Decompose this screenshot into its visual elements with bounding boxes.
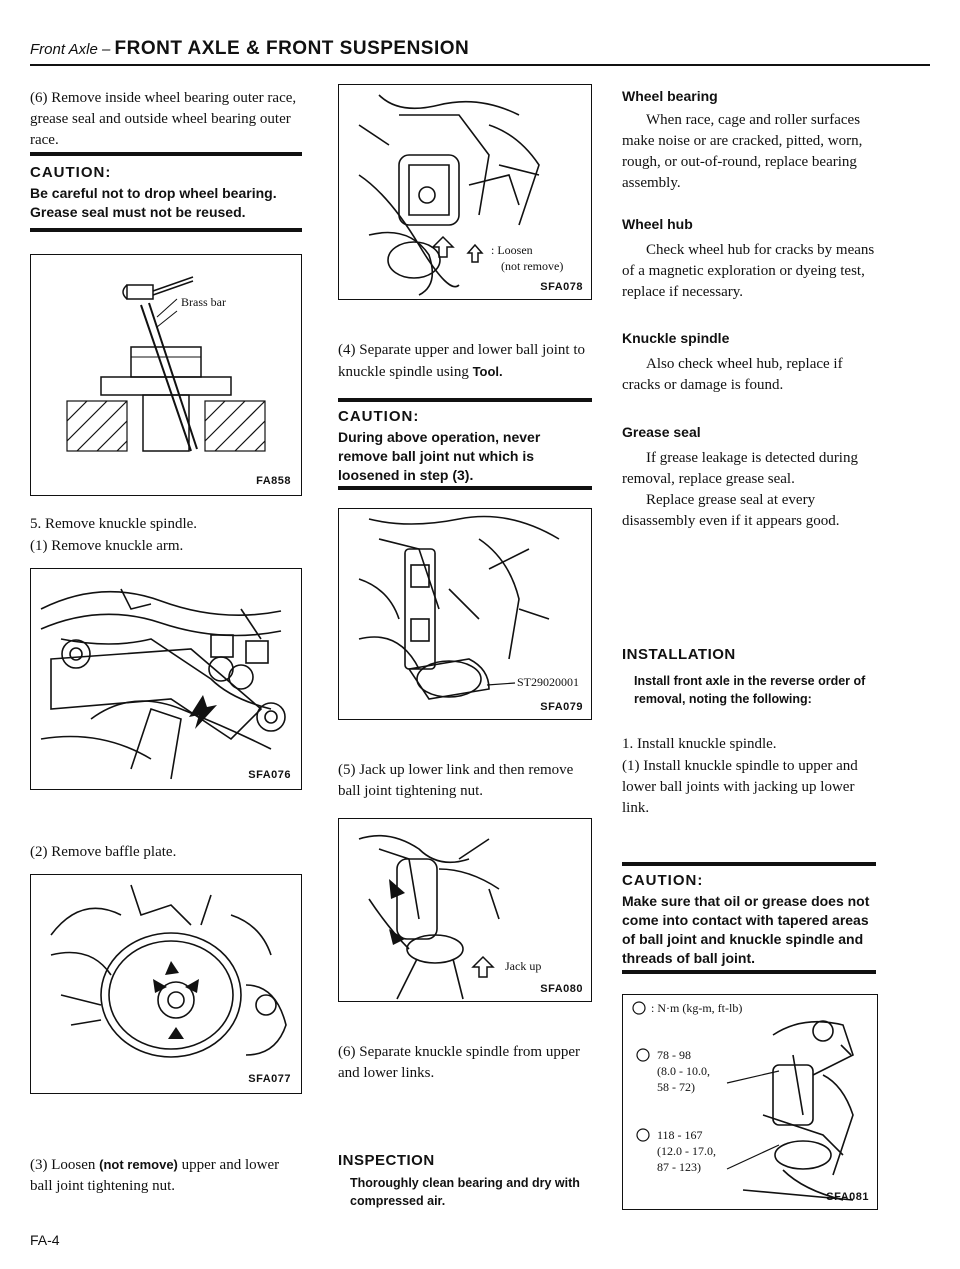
caution-rule-top	[622, 862, 876, 866]
step-4-tool: Tool.	[472, 364, 503, 379]
baffle-plate-illustration	[50, 884, 287, 1058]
installation-text: Install front axle in the reverse order …	[634, 674, 866, 706]
upper-torque-value: 78 - 98	[657, 1048, 691, 1062]
step-3-loosen-nut: (3) Loosen (not remove) upper and lower …	[30, 1154, 302, 1197]
inspection-text: Thoroughly clean bearing and dry with co…	[350, 1176, 580, 1208]
caution-text: During above operation, never remove bal…	[338, 429, 541, 483]
brass-bar-label: Brass bar	[181, 295, 226, 309]
figure-sfa079: ST29020001 SFA079	[338, 508, 592, 720]
figure-code: SFA077	[248, 1073, 291, 1085]
lower-torque-kgm: (12.0 - 17.0,	[657, 1144, 716, 1158]
loosen-label: : Loosen	[491, 243, 533, 257]
step-1-1-install-ball-joints: (1) Install knuckle spindle to upper and…	[622, 758, 858, 816]
step-3-not-remove: (not remove)	[99, 1157, 178, 1172]
step-3-text-b: upper and lower ball joint tightening nu…	[30, 1157, 280, 1194]
caution-rule-top	[338, 398, 592, 402]
step-5-remove-spindle: 5. Remove knuckle spindle.	[30, 516, 198, 532]
lower-torque-ftlb: 87 - 123)	[657, 1160, 701, 1174]
figure-code: FA858	[256, 475, 291, 487]
wheel-hub-text: Check wheel hub for cracks by means of a…	[622, 242, 875, 300]
grease-seal-text-1: If grease leakage is detected during rem…	[622, 450, 858, 487]
step-4-separate-ball-joint: (4) Separate upper and lower ball joint …	[338, 340, 592, 383]
step-6-remove-race: (6) Remove inside wheel bearing outer ra…	[30, 90, 297, 148]
caution-rule-bottom	[30, 228, 302, 232]
inspection-heading: INSPECTION	[338, 1152, 435, 1169]
figure-code: SFA078	[540, 281, 583, 293]
knuckle-spindle-heading: Knuckle spindle	[622, 330, 730, 346]
installation-heading: INSTALLATION	[622, 646, 736, 663]
step-3-text-a: (3) Loosen	[30, 1157, 100, 1173]
figure-code: SFA079	[540, 701, 583, 713]
upper-torque-kgm: (8.0 - 10.0,	[657, 1064, 710, 1078]
wheel-bearing-text: When race, cage and roller surfaces make…	[622, 112, 863, 191]
figure-fa858: Brass bar FA858	[30, 254, 302, 496]
upper-torque-ftlb: 58 - 72)	[657, 1080, 695, 1094]
caution-rule-bottom	[622, 970, 876, 974]
step-4-text: (4) Separate upper and lower ball joint …	[338, 342, 586, 380]
wheel-bearing-heading: Wheel bearing	[622, 88, 718, 104]
jack-up-illustration	[358, 834, 500, 1000]
figure-code: SFA081	[826, 1191, 869, 1203]
caution-text: Make sure that oil or grease does not co…	[622, 893, 870, 966]
page-number: FA-4	[30, 1232, 60, 1248]
page-header: Front Axle – FRONT AXLE & FRONT SUSPENSI…	[30, 38, 469, 60]
step-5-jack-up: (5) Jack up lower link and then remove b…	[338, 762, 574, 799]
caution-rule-top	[30, 152, 302, 156]
page-title: FRONT AXLE & FRONT SUSPENSION	[114, 38, 470, 59]
caution-heading: CAUTION:	[622, 872, 704, 889]
brass-bar-illustration	[66, 276, 266, 452]
lower-torque-value: 118 - 167	[657, 1128, 703, 1142]
jack-up-label: Jack up	[505, 959, 542, 973]
caution-text: Be careful not to drop wheel bearing. Gr…	[30, 185, 277, 220]
figure-sfa077: SFA077	[30, 874, 302, 1094]
knuckle-spindle-text: Also check wheel hub, replace if cracks …	[622, 356, 843, 393]
header-dash: –	[97, 41, 115, 58]
grease-seal-heading: Grease seal	[622, 424, 701, 440]
torque-unit-label: : N·m (kg-m, ft-lb)	[651, 1001, 743, 1015]
step-1-install-spindle: 1. Install knuckle spindle.	[622, 736, 777, 752]
st29020001-tool-illustration	[358, 515, 560, 700]
caution-heading: CAUTION:	[338, 408, 420, 425]
not-remove-label: (not remove)	[501, 259, 564, 273]
ball-joint-loosen-illustration	[358, 94, 540, 296]
step-2-remove-baffle: (2) Remove baffle plate.	[30, 844, 177, 860]
knuckle-arm-illustration	[40, 588, 286, 780]
tool-number-label: ST29020001	[517, 675, 580, 689]
step-6-separate-spindle: (6) Separate knuckle spindle from upper …	[338, 1044, 580, 1081]
grease-seal-text-2: Replace grease seal at every disassembly…	[622, 492, 840, 529]
caution-heading: CAUTION:	[30, 164, 112, 181]
torque-spec-illustration	[632, 1001, 854, 1201]
wheel-hub-heading: Wheel hub	[622, 216, 693, 232]
figure-sfa076: SFA076	[30, 568, 302, 790]
figure-sfa078: : Loosen (not remove) SFA078	[338, 84, 592, 300]
figure-code: SFA076	[248, 769, 291, 781]
step-5-1-remove-arm: (1) Remove knuckle arm.	[30, 538, 184, 554]
figure-sfa080: Jack up SFA080	[338, 818, 592, 1002]
header-rule	[30, 64, 930, 66]
figure-code: SFA080	[540, 983, 583, 995]
section-name: Front Axle	[30, 41, 98, 58]
caution-rule-bottom	[338, 486, 592, 490]
figure-sfa081: : N·m (kg-m, ft-lb) 78 - 98 (8.0 - 10.0,…	[622, 994, 878, 1210]
